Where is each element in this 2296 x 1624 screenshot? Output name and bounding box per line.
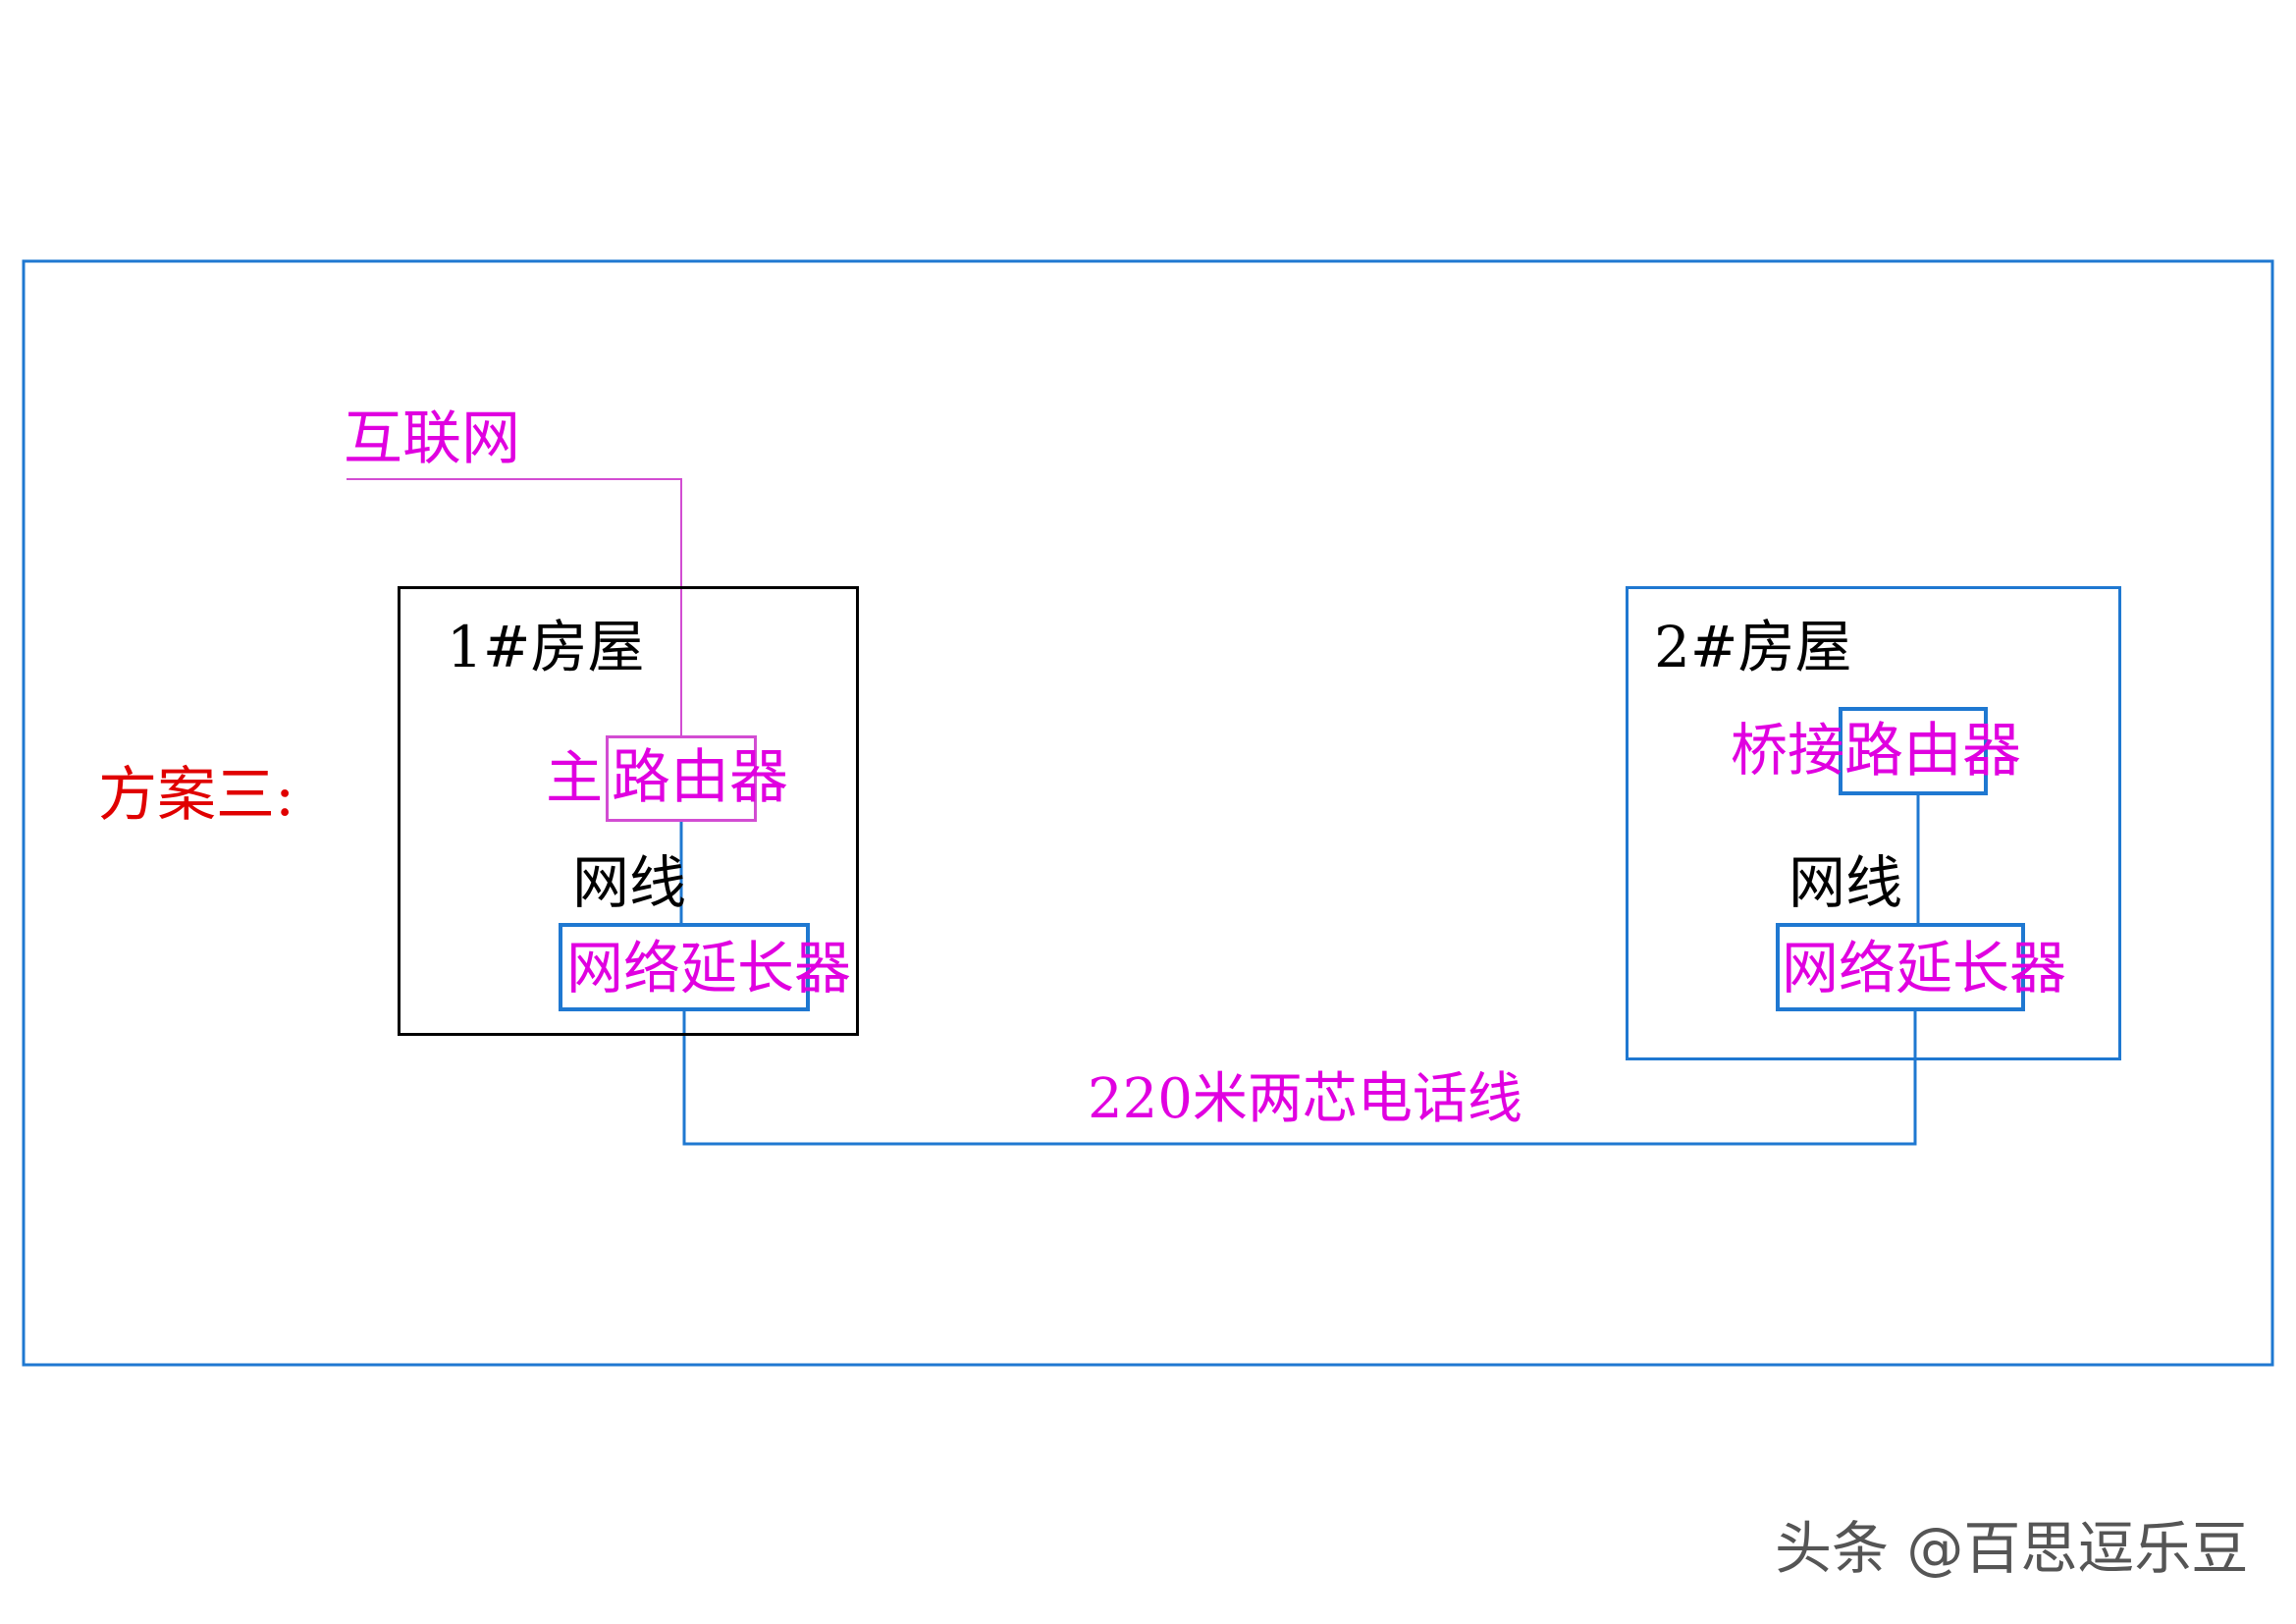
house2-router-prefix: 桥接 (1731, 717, 1845, 784)
house1-cable-label: 网线 (572, 849, 687, 916)
internet-line (347, 478, 682, 736)
outer-frame (22, 259, 2274, 1367)
house1-extender-label: 网络延长器 (566, 935, 852, 1001)
house2-title: 2#房屋 (1654, 614, 1852, 680)
internet-label: 互联网 (344, 405, 520, 473)
telephone-line (682, 1011, 1917, 1146)
house1-title: 1#房屋 (447, 614, 645, 680)
house1-box (398, 586, 859, 1036)
house1-extender-box (559, 923, 810, 1011)
house2-box (1626, 586, 2121, 1060)
house1-router-prefix: 主 (546, 744, 604, 811)
house2-extender-box (1776, 923, 2025, 1011)
telephone-line-label: 220米两芯电话线 (1088, 1067, 1522, 1131)
house2-cable-label: 网线 (1789, 849, 1903, 916)
house2-router-label: 路由器 (1844, 717, 2021, 785)
watermark: 头条 @百思逗乐豆 (1775, 1515, 2249, 1582)
scheme-label: 方案三: (98, 761, 295, 830)
house1-router-box (606, 735, 757, 822)
house1-router-label: 路由器 (612, 743, 788, 812)
house2-router-box (1839, 707, 1988, 795)
house2-extender-label: 网络延长器 (1782, 935, 2067, 1001)
